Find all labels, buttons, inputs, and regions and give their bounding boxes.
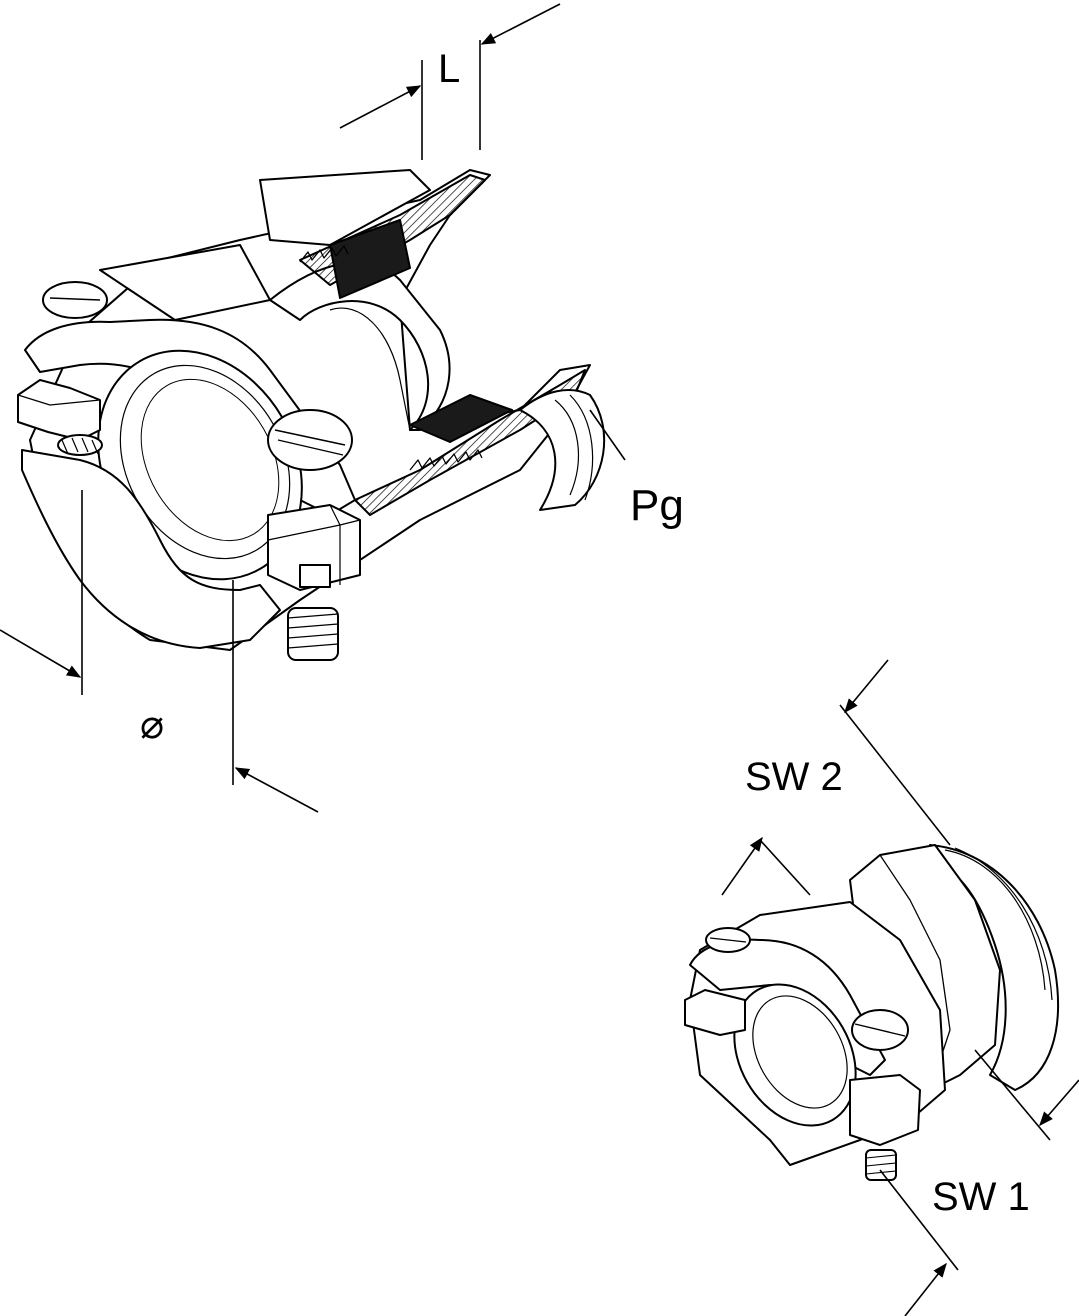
small-right-ear [849, 1074, 921, 1146]
serration-top [299, 245, 349, 263]
assembled-gland [684, 844, 1059, 1181]
screw-shank [287, 564, 339, 661]
left-screw [42, 281, 108, 456]
label-sw1: SW 1 [932, 1175, 1030, 1219]
right-screw [267, 409, 353, 471]
cutaway-gland [17, 169, 606, 661]
dimension-L [339, 3, 561, 160]
left-ear [17, 379, 101, 441]
lower-clamp [21, 449, 281, 649]
threaded-nipple [929, 844, 1059, 1091]
dimension-sw1 [879, 1049, 1079, 1316]
dimension-diameter [0, 490, 319, 813]
label-sw2: SW 2 [745, 755, 843, 799]
pg-leader [589, 409, 626, 461]
dimension-sw2 [721, 659, 951, 896]
nut-top-ridge [259, 169, 431, 246]
seal-bottom [409, 394, 513, 443]
pg-thread [519, 389, 606, 511]
label-L: L [438, 47, 460, 91]
small-cable-opening [733, 983, 857, 1127]
label-diameter: ⌀ [140, 703, 164, 747]
serration-bottom [409, 449, 483, 471]
small-left-ear [684, 989, 746, 1036]
seal-top [329, 219, 411, 299]
label-pg: Pg [630, 481, 684, 530]
